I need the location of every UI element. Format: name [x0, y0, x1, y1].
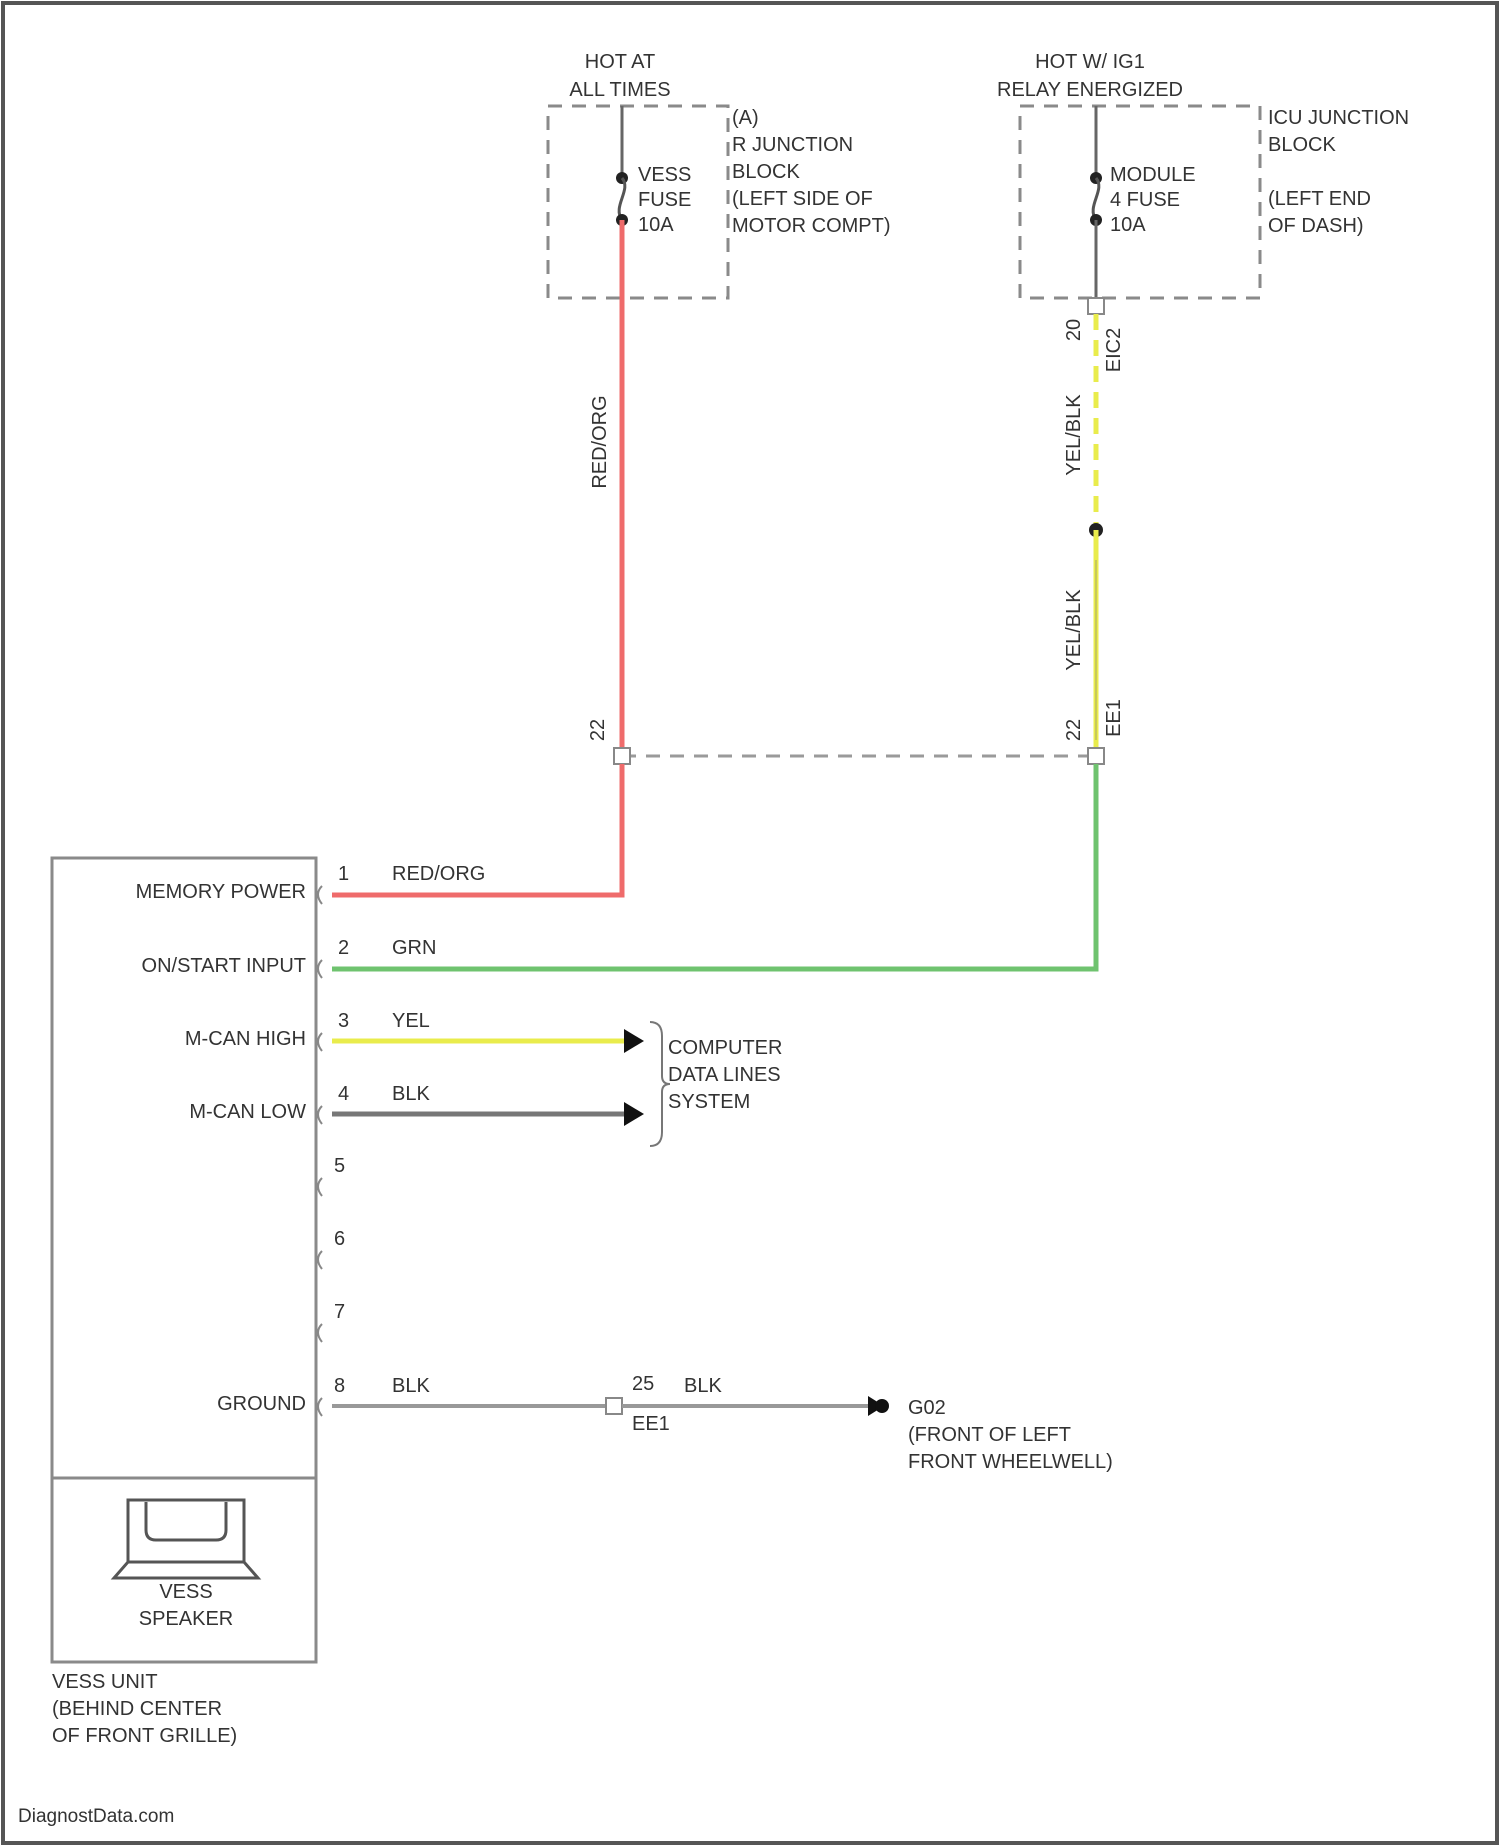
- ground-inline-wire-label: BLK: [684, 1375, 722, 1397]
- unit-pin-2-wire-label: GRN: [392, 937, 436, 959]
- speaker-line-2: SPEAKER: [139, 1608, 233, 1630]
- right-hot-line-2: RELAY ENERGIZED: [997, 79, 1183, 101]
- left-block-line-4: (LEFT SIDE OF: [732, 188, 873, 210]
- speaker-line-1: VESS: [159, 1581, 212, 1603]
- ground-line-3: FRONT WHEELWELL): [908, 1451, 1113, 1473]
- unit-pin-2-label: ON/START INPUT: [142, 955, 306, 977]
- unit-pin-3-number: 3: [338, 1010, 349, 1032]
- speaker-icon: [114, 1500, 258, 1578]
- ground-line-2: (FRONT OF LEFT: [908, 1424, 1071, 1446]
- unit-pin-8-wire-label: BLK: [392, 1375, 430, 1397]
- left-block-line-1: (A): [732, 107, 759, 129]
- unit-pin-6-number: 6: [334, 1228, 345, 1250]
- unit-caption-line-2: (BEHIND CENTER: [52, 1698, 222, 1720]
- right-fuse-label-1: MODULE: [1110, 164, 1196, 186]
- footer-watermark: DiagnostData.com: [18, 1806, 174, 1827]
- left-block-line-5: MOTOR COMPT): [732, 215, 891, 237]
- unit-pin-2-number: 2: [338, 937, 349, 959]
- connector-ee1-right-terminal: [1088, 748, 1104, 764]
- right-block-line-2: BLOCK: [1268, 134, 1336, 156]
- ground-symbol-dot: [875, 1399, 889, 1413]
- ground-inline-pin: 25: [632, 1373, 654, 1395]
- right-hot-line-1: HOT W/ IG1: [1035, 51, 1145, 73]
- right-block-line-3: (LEFT END: [1268, 188, 1371, 210]
- right-fuse-label-2: 4 FUSE: [1110, 189, 1180, 211]
- unit-pin-4-number: 4: [338, 1083, 349, 1105]
- right-fuse-label-3: 10A: [1110, 214, 1146, 236]
- unit-pin-3-label: M-CAN HIGH: [185, 1028, 306, 1050]
- unit-pin-1-number: 1: [338, 863, 349, 885]
- data-lines-line-1: COMPUTER: [668, 1037, 782, 1059]
- connector-ee1-ground-terminal: [606, 1398, 622, 1414]
- unit-pin-5-number: 5: [334, 1155, 345, 1177]
- left-block-line-2: R JUNCTION: [732, 134, 853, 156]
- ground-inline-connector: EE1: [632, 1413, 670, 1435]
- left-fuse-label-3: 10A: [638, 214, 674, 236]
- unit-pin-1-wire-label: RED/ORG: [392, 863, 485, 885]
- left-hot-line-1: HOT AT: [585, 51, 655, 73]
- unit-pin-3-wire-label: YEL: [392, 1010, 430, 1032]
- connector-ee1-right-pin: 22: [1063, 719, 1085, 741]
- unit-pin-7-number: 7: [334, 1301, 345, 1323]
- ground-line-1: G02: [908, 1397, 946, 1419]
- connector-ee1-label: EE1: [1103, 699, 1125, 737]
- connector-eic2-label: EIC2: [1103, 328, 1125, 372]
- connector-ee1-left-pin: 22: [587, 719, 609, 741]
- right-block-line-1: ICU JUNCTION: [1268, 107, 1409, 129]
- wire-yel-blk-lower-label: YEL/BLK: [1063, 589, 1085, 671]
- data-lines-line-2: DATA LINES: [668, 1064, 781, 1086]
- unit-pin-4-wire-label: BLK: [392, 1083, 430, 1105]
- unit-pin-1-label: MEMORY POWER: [136, 881, 306, 903]
- wire-red-org-vertical-label: RED/ORG: [589, 395, 611, 488]
- unit-caption-line-3: OF FRONT GRILLE): [52, 1725, 237, 1747]
- unit-caption-line-1: VESS UNIT: [52, 1671, 158, 1693]
- left-fuse-label-2: FUSE: [638, 189, 691, 211]
- wire-yel-blk-upper-label: YEL/BLK: [1063, 394, 1085, 476]
- left-hot-line-2: ALL TIMES: [569, 79, 670, 101]
- left-fuse-label-1: VESS: [638, 164, 691, 186]
- connector-ee1-left-terminal: [614, 748, 630, 764]
- left-block-line-3: BLOCK: [732, 161, 800, 183]
- connector-eic2-terminal: [1088, 298, 1104, 314]
- data-lines-line-3: SYSTEM: [668, 1091, 750, 1113]
- unit-pin-8-number: 8: [334, 1375, 345, 1397]
- unit-pin-4-label: M-CAN LOW: [189, 1101, 306, 1123]
- right-block-line-4: OF DASH): [1268, 215, 1364, 237]
- connector-eic2-pin: 20: [1063, 319, 1085, 341]
- unit-pin-8-label: GROUND: [217, 1393, 306, 1415]
